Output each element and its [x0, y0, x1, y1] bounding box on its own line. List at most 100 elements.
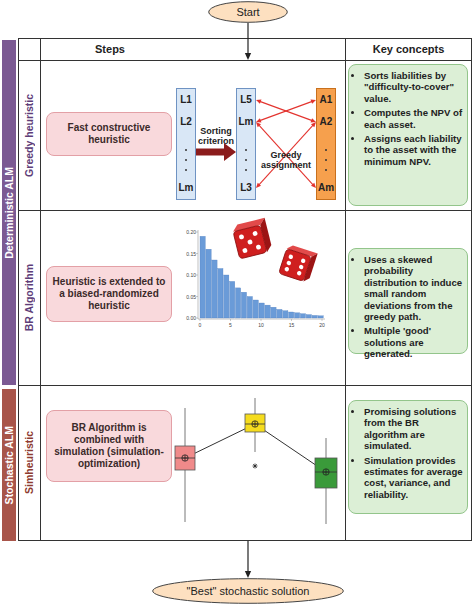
connector [256, 122, 316, 188]
arrow-head [245, 53, 251, 60]
connector-line [247, 541, 248, 572]
concept-bullet: Uses a skewed probability distribution t… [364, 254, 463, 322]
concept-box: Sorts liabilities by "difficulty-to-cove… [348, 64, 468, 206]
header-label: Steps [95, 43, 125, 55]
concept-bullet: Assigns each liability to the asset with… [364, 133, 463, 167]
axis-tick-label: 0.05 [175, 294, 196, 300]
header-label: Key concepts [373, 43, 445, 55]
process-box: Fast constructive heuristic [46, 112, 172, 156]
dice-illustration-part-part [239, 231, 262, 254]
band-label-cell: Deterministic ALM [2, 40, 16, 385]
boxplot-part-part [185, 455, 186, 461]
row-label-cell: Greedy heuristic [18, 60, 40, 210]
histogram-part-part [218, 269, 223, 319]
band-label: Deterministic ALM [3, 167, 15, 259]
item-label: L3 [237, 182, 255, 194]
histogram-part-part [289, 312, 294, 318]
histogram-part-part [230, 281, 235, 318]
connector [245, 23, 251, 60]
histogram-part-part [322, 319, 323, 321]
arrow-head [311, 122, 316, 127]
histogram-part-part [294, 313, 299, 318]
item-label: L1 [177, 94, 195, 106]
band-label-cell: Stochastic ALM [2, 389, 16, 541]
boxplot [175, 398, 337, 524]
arrow-head [245, 571, 251, 578]
dice-illustration-part-part [284, 254, 306, 276]
group-band: Deterministic ALM [2, 40, 16, 385]
histogram-part-part [253, 300, 258, 318]
histogram-part-part [291, 319, 292, 321]
dice-illustration-part-part-part [300, 258, 306, 264]
process-box: BR Algorithm is combined with simulation… [46, 410, 172, 482]
histogram-part-part [200, 236, 205, 318]
boxplot-part [175, 446, 195, 470]
table-row: Simheuristic BR Algorithm is combined wit… [18, 385, 472, 541]
process-box: Heuristic is extended to a biased-random… [46, 266, 172, 322]
item-label: Lm [177, 182, 195, 194]
axis-tick-label: 15 [282, 322, 302, 328]
axis-tick-label: 0.00 [175, 315, 196, 321]
boxplot-part [255, 398, 256, 452]
axis-tick-label: 20 [312, 322, 332, 328]
dice-illustration [232, 218, 318, 283]
arrow-head [311, 100, 316, 104]
table-lines-part [18, 60, 472, 61]
dice-illustration-part [232, 218, 273, 259]
histogram-part-part [261, 319, 262, 321]
histogram-part-part [318, 316, 323, 318]
terminal-label: Start [236, 6, 259, 18]
connector-line [260, 101, 312, 120]
table-lines-part [19, 39, 472, 541]
arrow-head [311, 118, 316, 122]
histogram-part [198, 230, 199, 319]
boxplot-part [315, 458, 337, 488]
histogram-part-part [271, 307, 276, 318]
terminal-ellipse [209, 2, 288, 23]
item-label: L2 [177, 116, 195, 128]
dice-illustration-part-part-part [284, 266, 290, 272]
histogram-part-part [247, 297, 252, 319]
item-label: A2 [317, 116, 335, 128]
arrow-head [256, 100, 261, 104]
table-row: BR Algorithm Heuristic is extended to a b… [18, 210, 472, 385]
axis-tick-label: 0.15 [175, 251, 196, 257]
edge-label: Sorting criterion [193, 126, 239, 146]
terminal-label: "Best" stochastic solution [187, 585, 310, 597]
histogram-part-part [200, 319, 201, 321]
histogram-part-part [224, 275, 229, 318]
row-label: Simheuristic [23, 431, 35, 494]
row-label: BR Algorithm [23, 264, 35, 331]
boxplot-part-part [255, 421, 256, 427]
boxplot-part [245, 414, 265, 432]
connector [245, 541, 251, 578]
item-label: Am [317, 182, 335, 194]
table-row: Greedy heuristic Fast constructive heuris… [18, 60, 472, 210]
histogram-part-part [283, 311, 288, 318]
histogram-part-part [196, 253, 198, 254]
step-label: BR Algorithm is combined with simulation… [50, 422, 168, 470]
band-label: Stochastic ALM [3, 426, 15, 504]
dice-illustration-part-part-part [247, 239, 253, 245]
boxplot-part-part [182, 455, 188, 461]
histogram-part-part [196, 296, 198, 297]
concept-box: Uses a skewed probability distribution t… [348, 248, 468, 354]
connector [256, 122, 316, 188]
table-lines-part [18, 210, 472, 211]
group-band: Stochastic ALM [2, 389, 16, 541]
axis-tick-label: 5 [221, 322, 241, 328]
liability-column: L5LmL3 [236, 88, 256, 200]
histogram-part-part [265, 305, 270, 318]
step-label: Fast constructive heuristic [50, 122, 168, 146]
concept-bullet: Promising solutions from the BR algorith… [364, 406, 463, 452]
column-header: Steps [40, 38, 180, 60]
column-ellipsis-part [185, 149, 327, 171]
item-label: Lm [237, 116, 255, 128]
dice-illustration-part-part [233, 225, 267, 259]
connector [256, 100, 316, 123]
boxplot-part-part [326, 469, 327, 475]
row-label-cell: BR Algorithm [18, 210, 40, 385]
arrow-head [256, 183, 261, 188]
table-lines-part [18, 385, 472, 386]
